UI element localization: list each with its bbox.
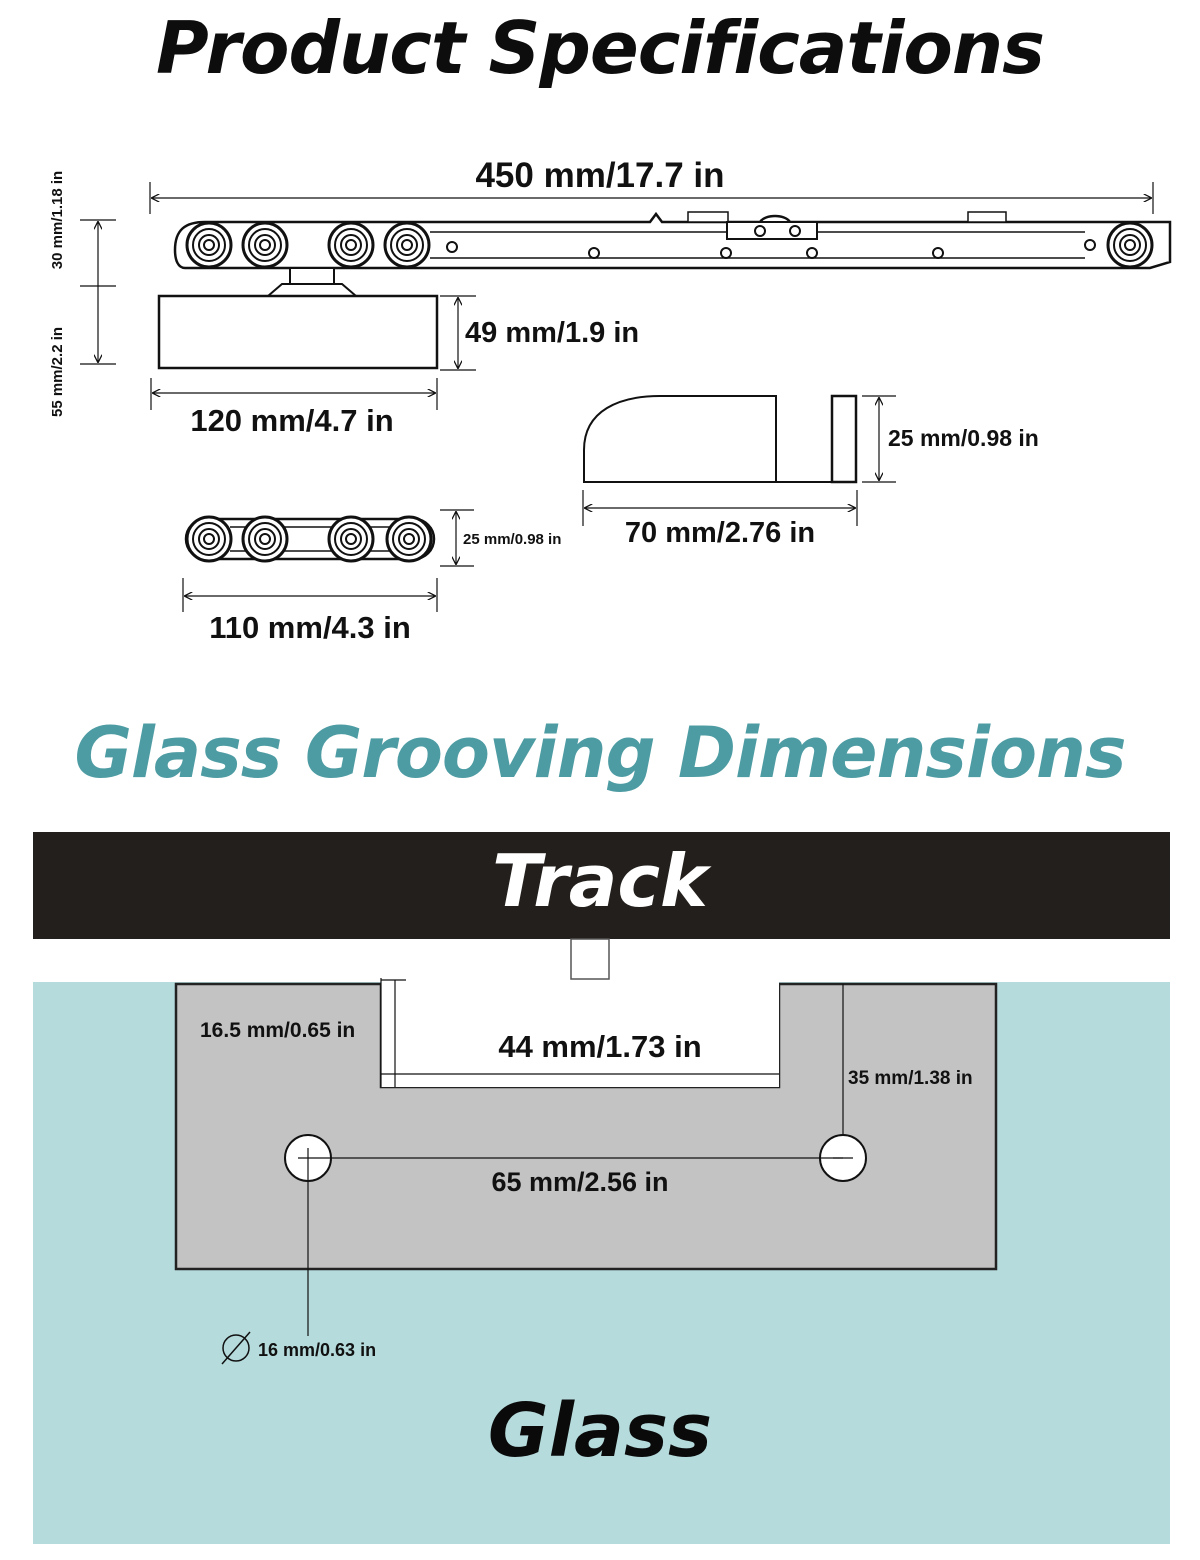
groove-width-label: 44 mm/1.73 in [498, 1029, 701, 1064]
glass-grooving-title: Glass Grooving Dimensions [74, 712, 1126, 794]
product-specifications-title: Product Specifications [155, 6, 1045, 90]
diameter-icon [222, 1334, 250, 1362]
track-connector [570, 938, 610, 980]
wheel-unit-width-label: 110 mm/4.3 in [209, 610, 411, 645]
groove-cutout [381, 982, 779, 1087]
stopper-width-label: 70 mm/2.76 in [625, 517, 815, 549]
clamp-block [157, 294, 439, 370]
stopper: 25 mm/0.98 in 70 mm/2.76 in [582, 394, 1039, 549]
assembly-height-label: 55 mm/2.2 in [49, 327, 66, 417]
hole-diameter-label: 16 mm/0.63 in [258, 1340, 376, 1360]
glass-label: Glass [488, 1388, 712, 1474]
track-band [33, 832, 1170, 939]
clamp-width-label: 120 mm/4.7 in [190, 403, 393, 438]
track-label: Track [492, 839, 712, 923]
hole-spacing-label: 65 mm/2.56 in [491, 1167, 668, 1197]
clamp-height-label: 49 mm/1.9 in [465, 317, 639, 349]
rail-assembly: 450 mm/17.7 in [49, 156, 1172, 438]
wheel-unit: 25 mm/0.98 in 110 mm/4.3 in [182, 509, 561, 645]
wheel-unit-height-label: 25 mm/0.98 in [463, 531, 561, 548]
groove-depth-label: 16.5 mm/0.65 in [200, 1019, 355, 1042]
roller-height-label: 30 mm/1.18 in [49, 171, 66, 269]
stopper-height-label: 25 mm/0.98 in [888, 425, 1039, 451]
total-length-label: 450 mm/17.7 in [475, 156, 724, 195]
hole-offset-label: 35 mm/1.38 in [848, 1068, 973, 1089]
